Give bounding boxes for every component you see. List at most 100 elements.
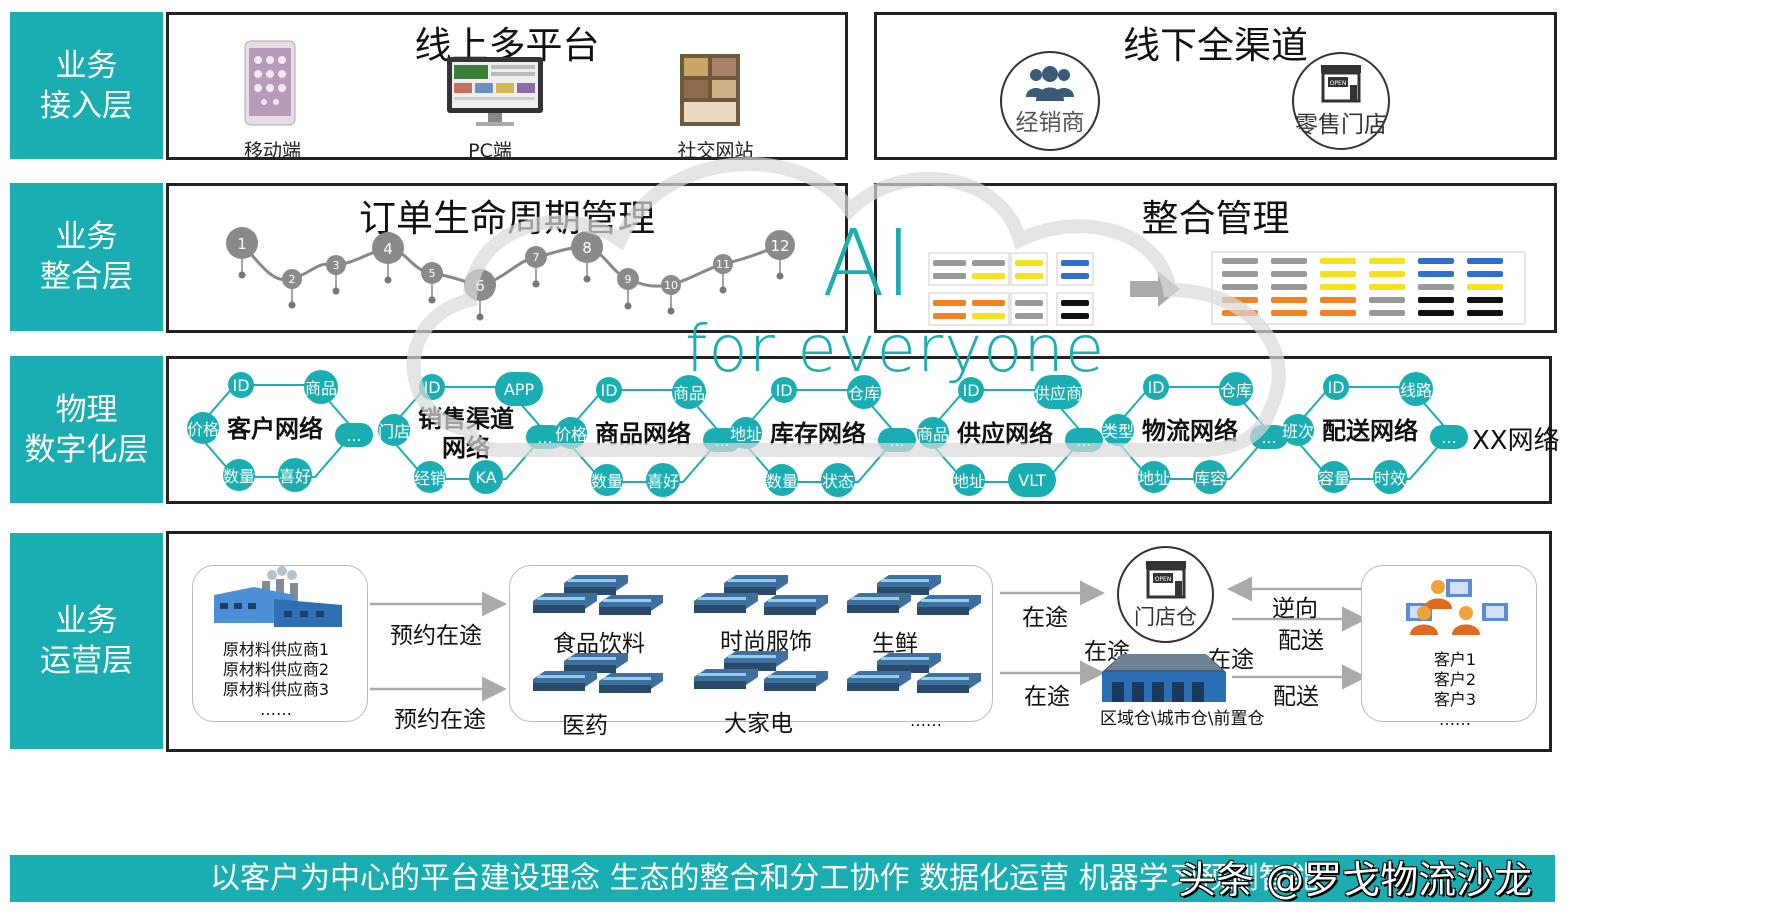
delivery-label-1: 配送 xyxy=(1278,628,1324,654)
distribution-center-icon xyxy=(1102,654,1226,702)
network-tag: 班次 xyxy=(1282,414,1314,446)
channel-pc: PC端 xyxy=(468,140,512,162)
warehouse-icon xyxy=(724,651,788,671)
mgmt-bar xyxy=(1320,297,1356,303)
order-step-node xyxy=(372,232,404,264)
order-step-label: 1 xyxy=(237,235,247,253)
store-open-sign: OPEN xyxy=(1330,80,1347,87)
network-tag: 价格 xyxy=(187,412,219,444)
warehouse-icon xyxy=(599,673,663,693)
credit-watermark: 头条 @罗戈物流沙龙 xyxy=(1178,858,1533,902)
category-more: …… xyxy=(910,711,942,730)
offline-title: 线下全渠道 xyxy=(1123,24,1308,67)
warehouse-icon xyxy=(694,593,758,613)
reverse-label: 逆向 xyxy=(1272,596,1318,622)
network-tag: VLT xyxy=(1008,463,1056,497)
delivery-label-2: 配送 xyxy=(1273,684,1319,710)
network-tag: KA xyxy=(469,460,503,494)
mgmt-bar xyxy=(1320,258,1356,264)
network-tag: ... xyxy=(1430,425,1468,449)
network-tag: 状态 xyxy=(821,463,855,497)
retail-store-circle: OPEN 零售门店 xyxy=(1292,52,1390,150)
category-fresh: 生鲜 xyxy=(872,631,918,657)
store-warehouse-label: 门店仓 xyxy=(1134,604,1197,629)
mgmt-bar xyxy=(1369,258,1405,264)
footer-band: 以客户为中心的平台建设理念 生态的整合和分工协作 数据化运营 机器学习预测智能 xyxy=(10,855,1555,902)
mobile-icon xyxy=(244,40,296,126)
store-warehouse-circle: OPEN 门店仓 xyxy=(1117,546,1214,643)
transit-label-2: 在途 xyxy=(1024,684,1070,710)
dealer-label: 经销商 xyxy=(1015,110,1085,136)
store-warehouse-icon: OPEN xyxy=(1145,560,1186,598)
network-tag: 容量 xyxy=(1318,461,1350,493)
warehouse-icon xyxy=(917,595,981,615)
mgmt-bar xyxy=(1369,271,1405,277)
mgmt-bar xyxy=(1467,258,1503,264)
network-extra-label: XX网络 xyxy=(1472,426,1560,456)
retail-store-label: 零售门店 xyxy=(1295,112,1387,138)
warehouse-icon xyxy=(533,671,597,691)
mgmt-bar xyxy=(1418,284,1454,290)
warehouse-icon xyxy=(847,671,911,691)
layer-operations: 业务 运营层 xyxy=(10,533,163,749)
order-step-dot xyxy=(384,276,392,284)
order-step-node xyxy=(282,269,302,289)
warehouse-icon xyxy=(917,673,981,693)
mgmt-bar xyxy=(1418,297,1454,303)
order-step-label: 2 xyxy=(289,273,296,286)
warehouse-icon xyxy=(564,575,628,595)
order-step-dot xyxy=(332,287,340,295)
warehouse-icon xyxy=(877,575,941,595)
layer-access: 业务 接入层 xyxy=(10,12,163,159)
warehouse-icon xyxy=(599,595,663,615)
network-tag: ID xyxy=(1323,374,1349,400)
network-tag: 喜好 xyxy=(278,458,312,492)
network-name: 配送网络 xyxy=(1322,417,1418,445)
mgmt-bar xyxy=(1467,284,1503,290)
warehouse-icon xyxy=(877,653,941,673)
mgmt-bar xyxy=(1467,297,1503,303)
distribution-center-label: 区域仓\城市仓\前置仓 xyxy=(1100,709,1265,729)
people-group-icon xyxy=(1026,66,1074,101)
warehouse-icons xyxy=(533,575,981,693)
order-step-node xyxy=(326,255,346,275)
customer-list: 客户1 客户2 客户3 …… xyxy=(1433,650,1477,729)
warehouse-icon xyxy=(724,575,788,595)
network-tag: 数量 xyxy=(223,459,255,491)
mgmt-bar xyxy=(1467,310,1503,316)
mgmt-bar xyxy=(1369,284,1405,290)
warehouse-icon xyxy=(564,653,628,673)
factory-icon xyxy=(214,566,342,627)
mgmt-bar xyxy=(1369,297,1405,303)
network-tag: 数量 xyxy=(766,464,798,496)
network-tag: 库容 xyxy=(1193,460,1227,494)
order-step-label: 3 xyxy=(333,259,340,272)
mgmt-bar xyxy=(1369,310,1405,316)
watermark-for-everyone: for everyone xyxy=(685,313,1106,387)
warehouse-icon xyxy=(694,669,758,689)
network-tag: 喜好 xyxy=(646,463,680,497)
network-tag: 商品 xyxy=(304,370,338,404)
network-tag: 地址 xyxy=(1138,461,1170,493)
warehouse-icon xyxy=(764,595,828,615)
flow-label-reservation-1: 预约在途 xyxy=(390,623,482,649)
category-pharma: 医药 xyxy=(562,713,608,739)
social-icon xyxy=(680,54,740,126)
mgmt-bar xyxy=(1320,284,1356,290)
store-icon: OPEN xyxy=(1321,65,1361,103)
mgmt-bar xyxy=(1467,271,1503,277)
order-step-node xyxy=(226,227,258,259)
network-tag: 时效 xyxy=(1373,460,1407,494)
store-warehouse-open-sign: OPEN xyxy=(1154,576,1171,583)
customers-icon xyxy=(1406,579,1508,635)
mgmt-bar xyxy=(1320,310,1356,316)
channel-mobile: 移动端 xyxy=(243,140,301,162)
category-food: 食品饮料 xyxy=(553,631,645,657)
mgmt-bar xyxy=(1418,310,1454,316)
pc-icon xyxy=(447,57,543,126)
order-step-dot xyxy=(238,271,246,279)
layer-digitization: 物理 数字化层 xyxy=(10,356,163,503)
mgmt-bar xyxy=(1418,258,1454,264)
network-tag: 门店 xyxy=(378,414,410,446)
